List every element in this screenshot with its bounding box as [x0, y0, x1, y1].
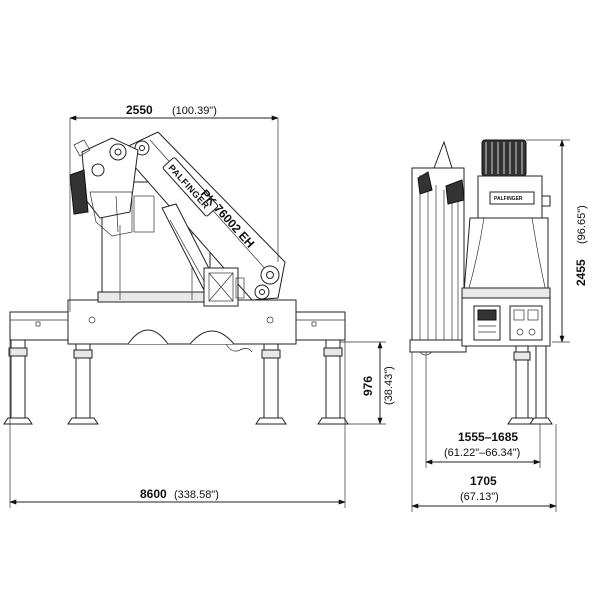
dim-crane-width: 2550 (100.39") [69, 103, 279, 312]
dim-leg-height: 976 (38.43") [340, 341, 395, 425]
dim-overall-depth-imperial: (67.13") [460, 491, 499, 503]
dim-leg-height-value: 976 [361, 376, 375, 396]
outrigger-leg-left-inner [67, 343, 99, 425]
outrigger-leg-right-outer [317, 339, 349, 425]
side-leg-rear [529, 345, 553, 425]
main-boom [119, 131, 286, 301]
dim-outrigger-span: 8600 (338.58") [9, 340, 346, 508]
dim-overall-height: 2455 (96.65") [526, 139, 588, 343]
front-view: PALFINGER PK 76002 EH [3, 103, 395, 508]
dim-outrigger-span-value: 8600 [140, 487, 167, 501]
side-base [461, 297, 551, 351]
dim-mount-range-value: 1555–1685 [458, 430, 518, 444]
dim-crane-width-value: 2550 [126, 103, 153, 117]
dim-crane-width-imperial: (100.39") [172, 105, 217, 117]
dim-mount-range-imperial: (61.22"–66.34") [444, 447, 520, 459]
dim-mount-range: 1555–1685 (61.22"–66.34") [425, 352, 541, 468]
dim-leg-height-imperial: (38.43") [383, 366, 395, 405]
hose-bundle [225, 343, 253, 353]
outrigger-leg-right-inner [255, 343, 287, 425]
dim-overall-depth: 1705 (67.13") [411, 352, 557, 512]
crane-base-frame [67, 299, 297, 345]
dim-overall-height-value: 2455 [574, 259, 588, 286]
dim-overall-depth-value: 1705 [470, 474, 497, 488]
side-leg-front [507, 345, 537, 425]
side-view: PALFINGER [409, 139, 588, 512]
winch-housing: PALFINGER [477, 139, 551, 219]
dim-overall-height-imperial: (96.65") [576, 205, 588, 244]
side-column [461, 217, 551, 299]
outrigger-leg-left-outer [3, 339, 33, 425]
dim-outrigger-span-imperial: (338.58") [174, 489, 219, 501]
side-plate-label: PALFINGER [494, 196, 523, 202]
knuckle-boom-head [69, 137, 155, 237]
control-box [203, 267, 245, 307]
boom-stack [409, 140, 467, 356]
